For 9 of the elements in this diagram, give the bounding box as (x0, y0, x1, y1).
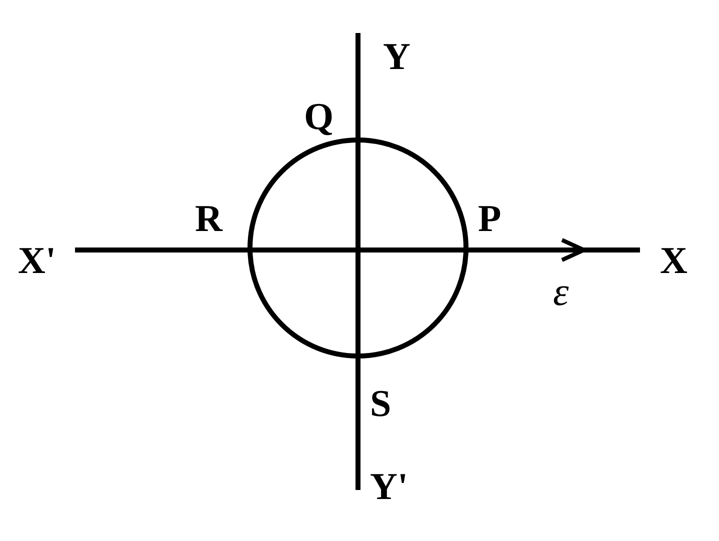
point-label: R (195, 200, 222, 238)
point-label: P (478, 200, 502, 238)
axis-label: Y' (370, 468, 408, 506)
point-label: Q (304, 98, 334, 136)
axis-label: X' (18, 242, 56, 280)
field-symbol: ε (553, 272, 569, 312)
axis-label: Y (383, 38, 410, 76)
point-label: S (370, 385, 392, 423)
axis-label: X (660, 242, 688, 280)
